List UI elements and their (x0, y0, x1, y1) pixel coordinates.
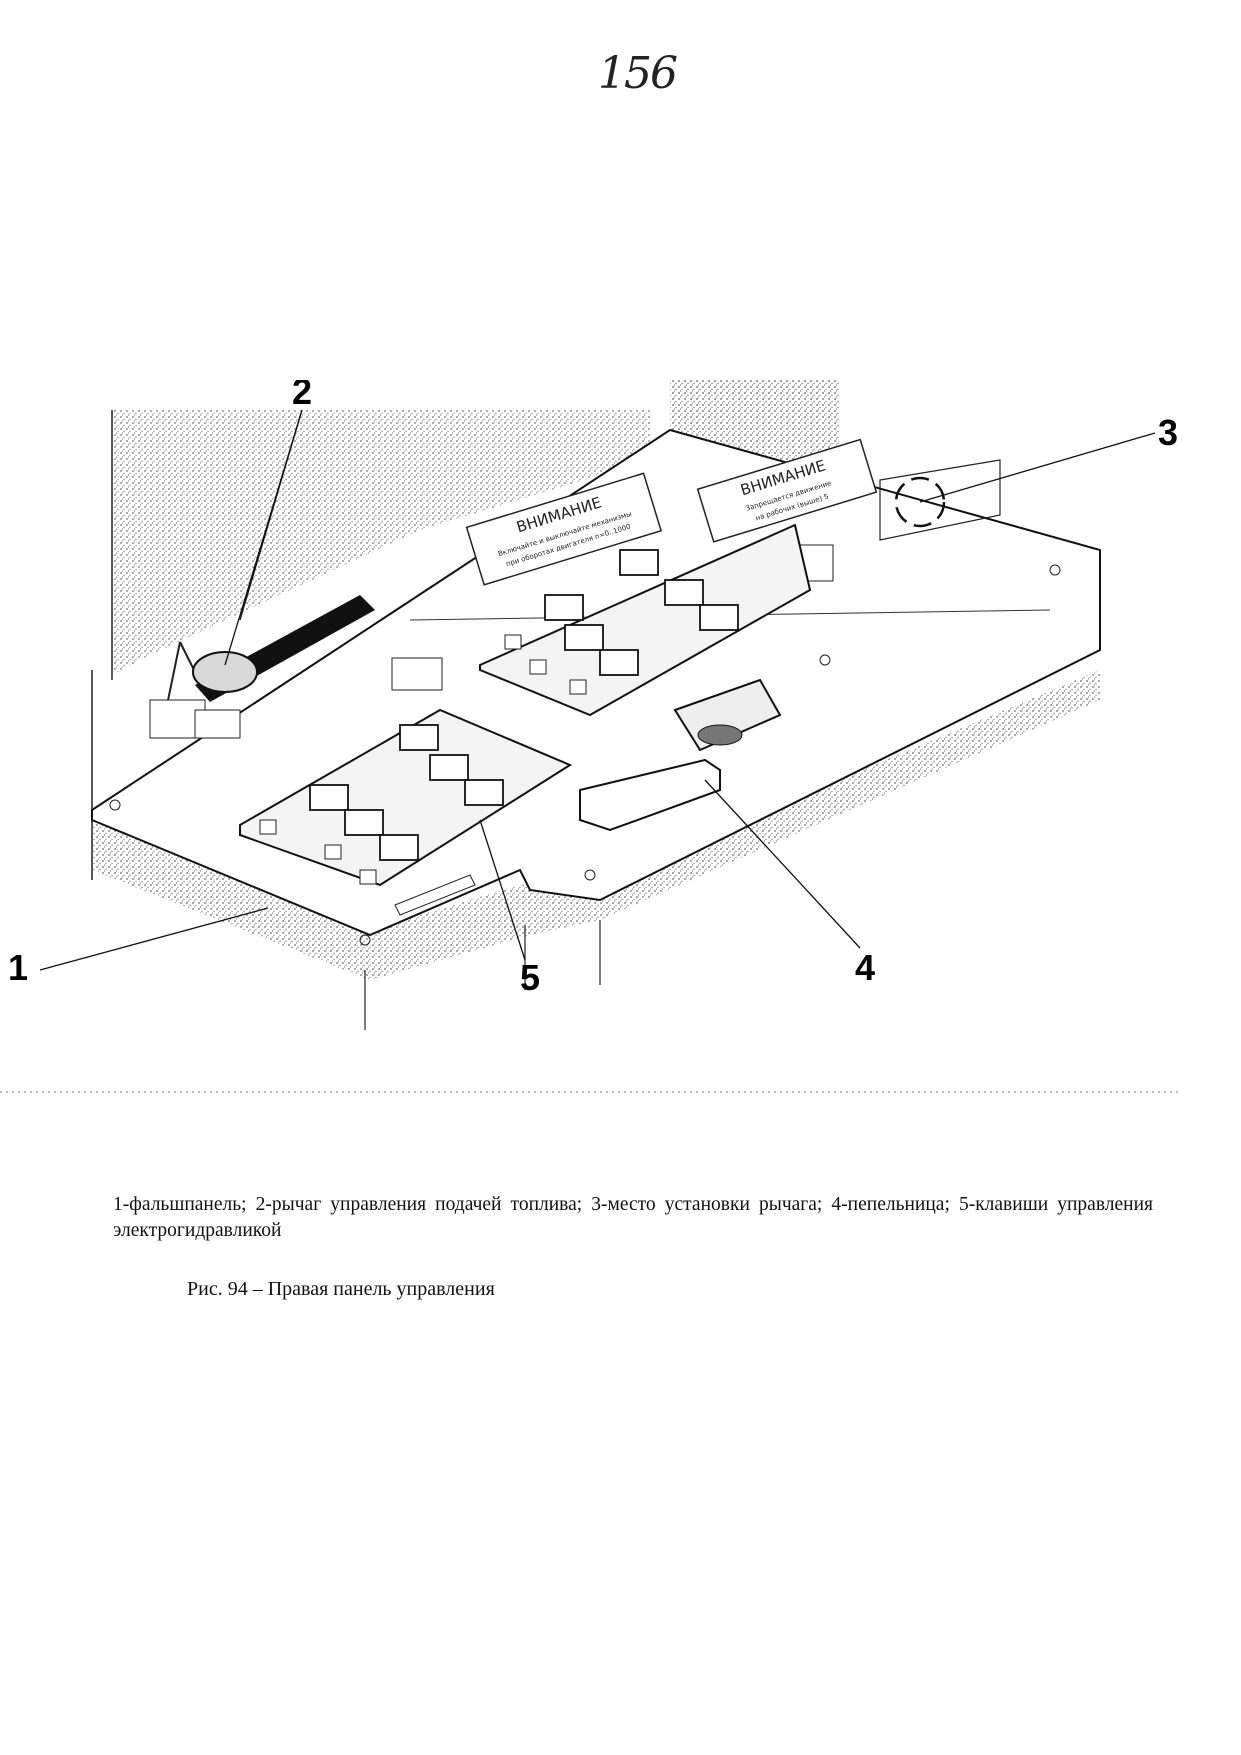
leader-lines (39, 409, 1156, 971)
page-number: 156 (598, 48, 678, 99)
ashtray (579, 678, 782, 832)
panel-base (92, 670, 1100, 1030)
callout-5: 5 (520, 957, 540, 998)
switch-block-upper (479, 523, 812, 717)
callout-4: 4 (855, 947, 875, 988)
callout-2: 2 (292, 380, 312, 412)
figure-legend: 1-фальшпанель; 2-рычаг управления подаче… (113, 1194, 1153, 1241)
hydraulics-switch-block (239, 708, 573, 916)
fuel-control-lever (149, 595, 375, 739)
control-panel-figure: ВНИМАНИЕ Включайте и выключайте механизм… (0, 380, 1180, 1093)
callout-3: 3 (1158, 412, 1178, 453)
figure-caption: Рис. 94 – Правая панель управления (187, 1278, 495, 1300)
callout-1: 1 (8, 947, 28, 988)
